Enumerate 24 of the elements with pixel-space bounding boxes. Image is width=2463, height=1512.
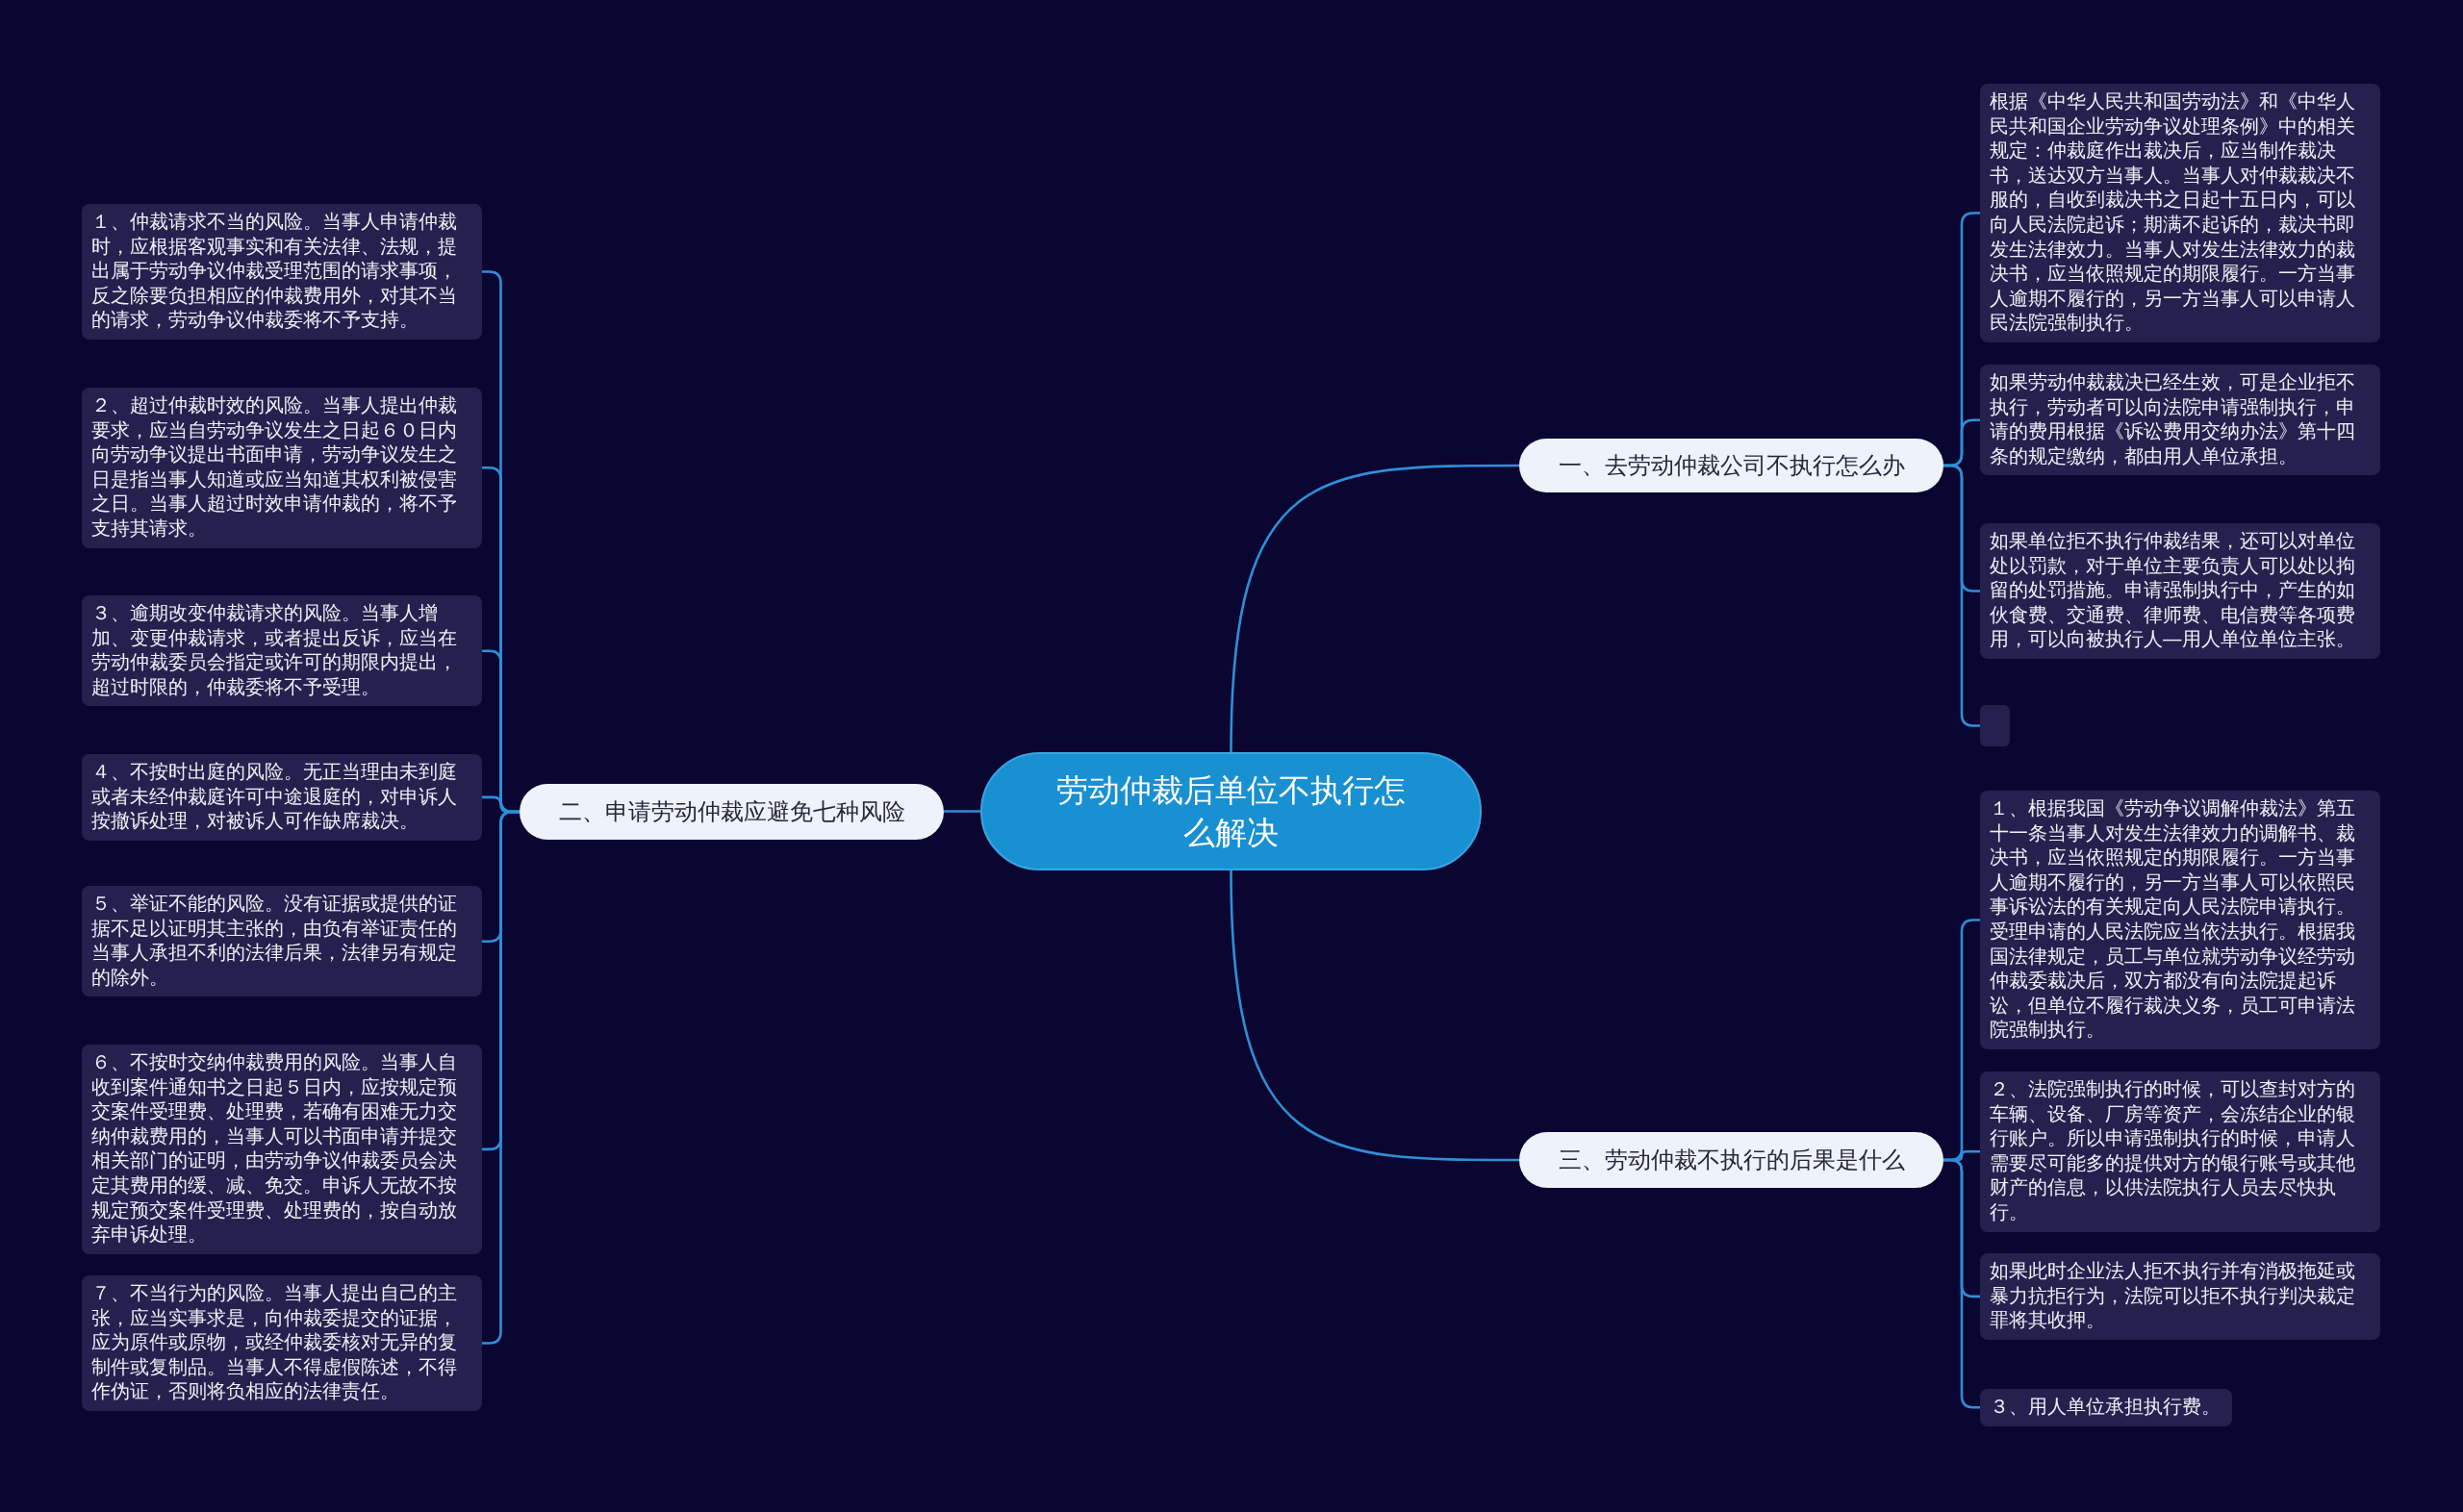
empty-card	[1980, 705, 2010, 746]
branch-topic: 一、去劳动仲裁公司不执行怎么办	[1519, 439, 1943, 492]
connector-line	[1943, 1158, 1980, 1409]
branch-topic: 三、劳动仲裁不执行的后果是什么	[1519, 1132, 1943, 1188]
note-card: 如果单位拒不执行仲裁结果，还可以对单位处以罚款，对于单位主要负责人可以处以拘留的处罚措施。申请强制执行中，产生的如伙食费、交通费、律师费、电信费等各项费用，可以向被执行人—用人单位单位主张。	[1980, 523, 2380, 659]
connector-line	[482, 810, 520, 1345]
note-card: ７、不当行为的风险。当事人提出自己的主张，应当实事求是，向仲裁委提交的证据，应为原件或原物，或经仲裁委核对无异的复制件或复制品。当事人不得虚假陈述，不得作伪证，否则将负相应的法律责任。	[82, 1275, 482, 1411]
note-card: ２、法院强制执行的时候，可以查封对方的车辆、设备、厂房等资产，会冻结企业的银行账户。所以申请强制执行的时候，申请人需要尽可能多的提供对方的银行账号或其他财产的信息，以供法院执行人员去尽快执行。	[1980, 1071, 2380, 1232]
note-card: ３、用人单位承担执行费。	[1980, 1389, 2232, 1426]
connector-line	[944, 810, 980, 813]
central-topic: 劳动仲裁后单位不执行怎么解决	[980, 752, 1482, 870]
connector-line	[1230, 464, 1519, 753]
note-card: 如果此时企业法人拒不执行并有消极拖延或暴力抗拒行为，法院可以拒不执行判决裁定罪将其收押。	[1980, 1253, 2380, 1340]
branch-topic: 二、申请劳动仲裁应避免七种风险	[520, 784, 944, 840]
note-card: １、根据我国《劳动争议调解仲裁法》第五十一条当事人对发生法律效力的调解书、裁决书，应当依照规定的期限履行。一方当事人逾期不履行的，另一方当事人可以依照民事诉讼法的有关规定向人民法院申请执行。受理申请的人民法院应当依法执行。根据我国法律规定，员工与单位就劳动争议经劳动仲裁委裁决后，双方都没有向法院提起诉讼，但单位不履行裁决义务，员工可申请法院强制执行。	[1980, 791, 2380, 1049]
note-card: 如果劳动仲裁裁决已经生效，可是企业拒不执行，劳动者可以向法院申请强制执行，申请的费用根据《诉讼费用交纳办法》第十四条的规定缴纳，都由用人单位承担。	[1980, 365, 2380, 476]
note-card: ３、逾期改变仲裁请求的风险。当事人增加、变更仲裁请求，或者提出反诉，应当在劳动仲裁委员会指定或许可的期限内提出，超过时限的，仲裁委将不予受理。	[82, 595, 482, 707]
note-card: ５、举证不能的风险。没有证据或提供的证据不足以证明其主张的，由负有举证责任的当事人承担不利的法律后果，法律另有规定的除外。	[82, 886, 482, 997]
note-card: 根据《中华人民共和国劳动法》和《中华人民共和国企业劳动争议处理条例》中的相关规定：仲裁庭作出裁决后，应当制作裁决书，送达双方当事人。当事人对仲裁裁决不服的，自收到裁决书之日起十五日内，可以向人民法院起诉；期满不起诉的，裁决书即发生法律效力。当事人对发生法律效力的裁决书，应当依照规定的期限履行。一方当事人逾期不履行的，另一方当事人可以申请人民法院强制执行。	[1980, 84, 2380, 342]
note-card: ６、不按时交纳仲裁费用的风险。当事人自收到案件通知书之日起５日内，应按规定预交案件受理费、处理费，若确有困难无力交纳仲裁费用的，当事人可以书面申请并提交相关部门的证明，由劳动争议仲裁委员会决定其费用的缓、减、免交。申诉人无故不按规定预交案件受理费、处理费的，按自动放弃申诉处理。	[82, 1045, 482, 1254]
note-card: ４、不按时出庭的风险。无正当理由未到庭或者未经仲裁庭许可中途退庭的，对申诉人按撤诉处理，对被诉人可作缺席裁决。	[82, 754, 482, 841]
note-card: １、仲裁请求不当的风险。当事人申请仲裁时，应根据客观事实和有关法律、法规，提出属于劳动争议仲裁受理范围的请求事项，反之除要负担相应的仲裁费用外，对其不当的请求，劳动争议仲裁委将不予支持。	[82, 204, 482, 340]
note-card: ２、超过仲裁时效的风险。当事人提出仲裁要求，应当自劳动争议发生之日起６０日内向劳动争议提出书面申请，劳动争议发生之日是指当事人知道或应当知道其权利被侵害之日。当事人超过时效申请仲裁的，将不予支持其请求。	[82, 388, 482, 548]
connector-line	[1230, 869, 1519, 1162]
